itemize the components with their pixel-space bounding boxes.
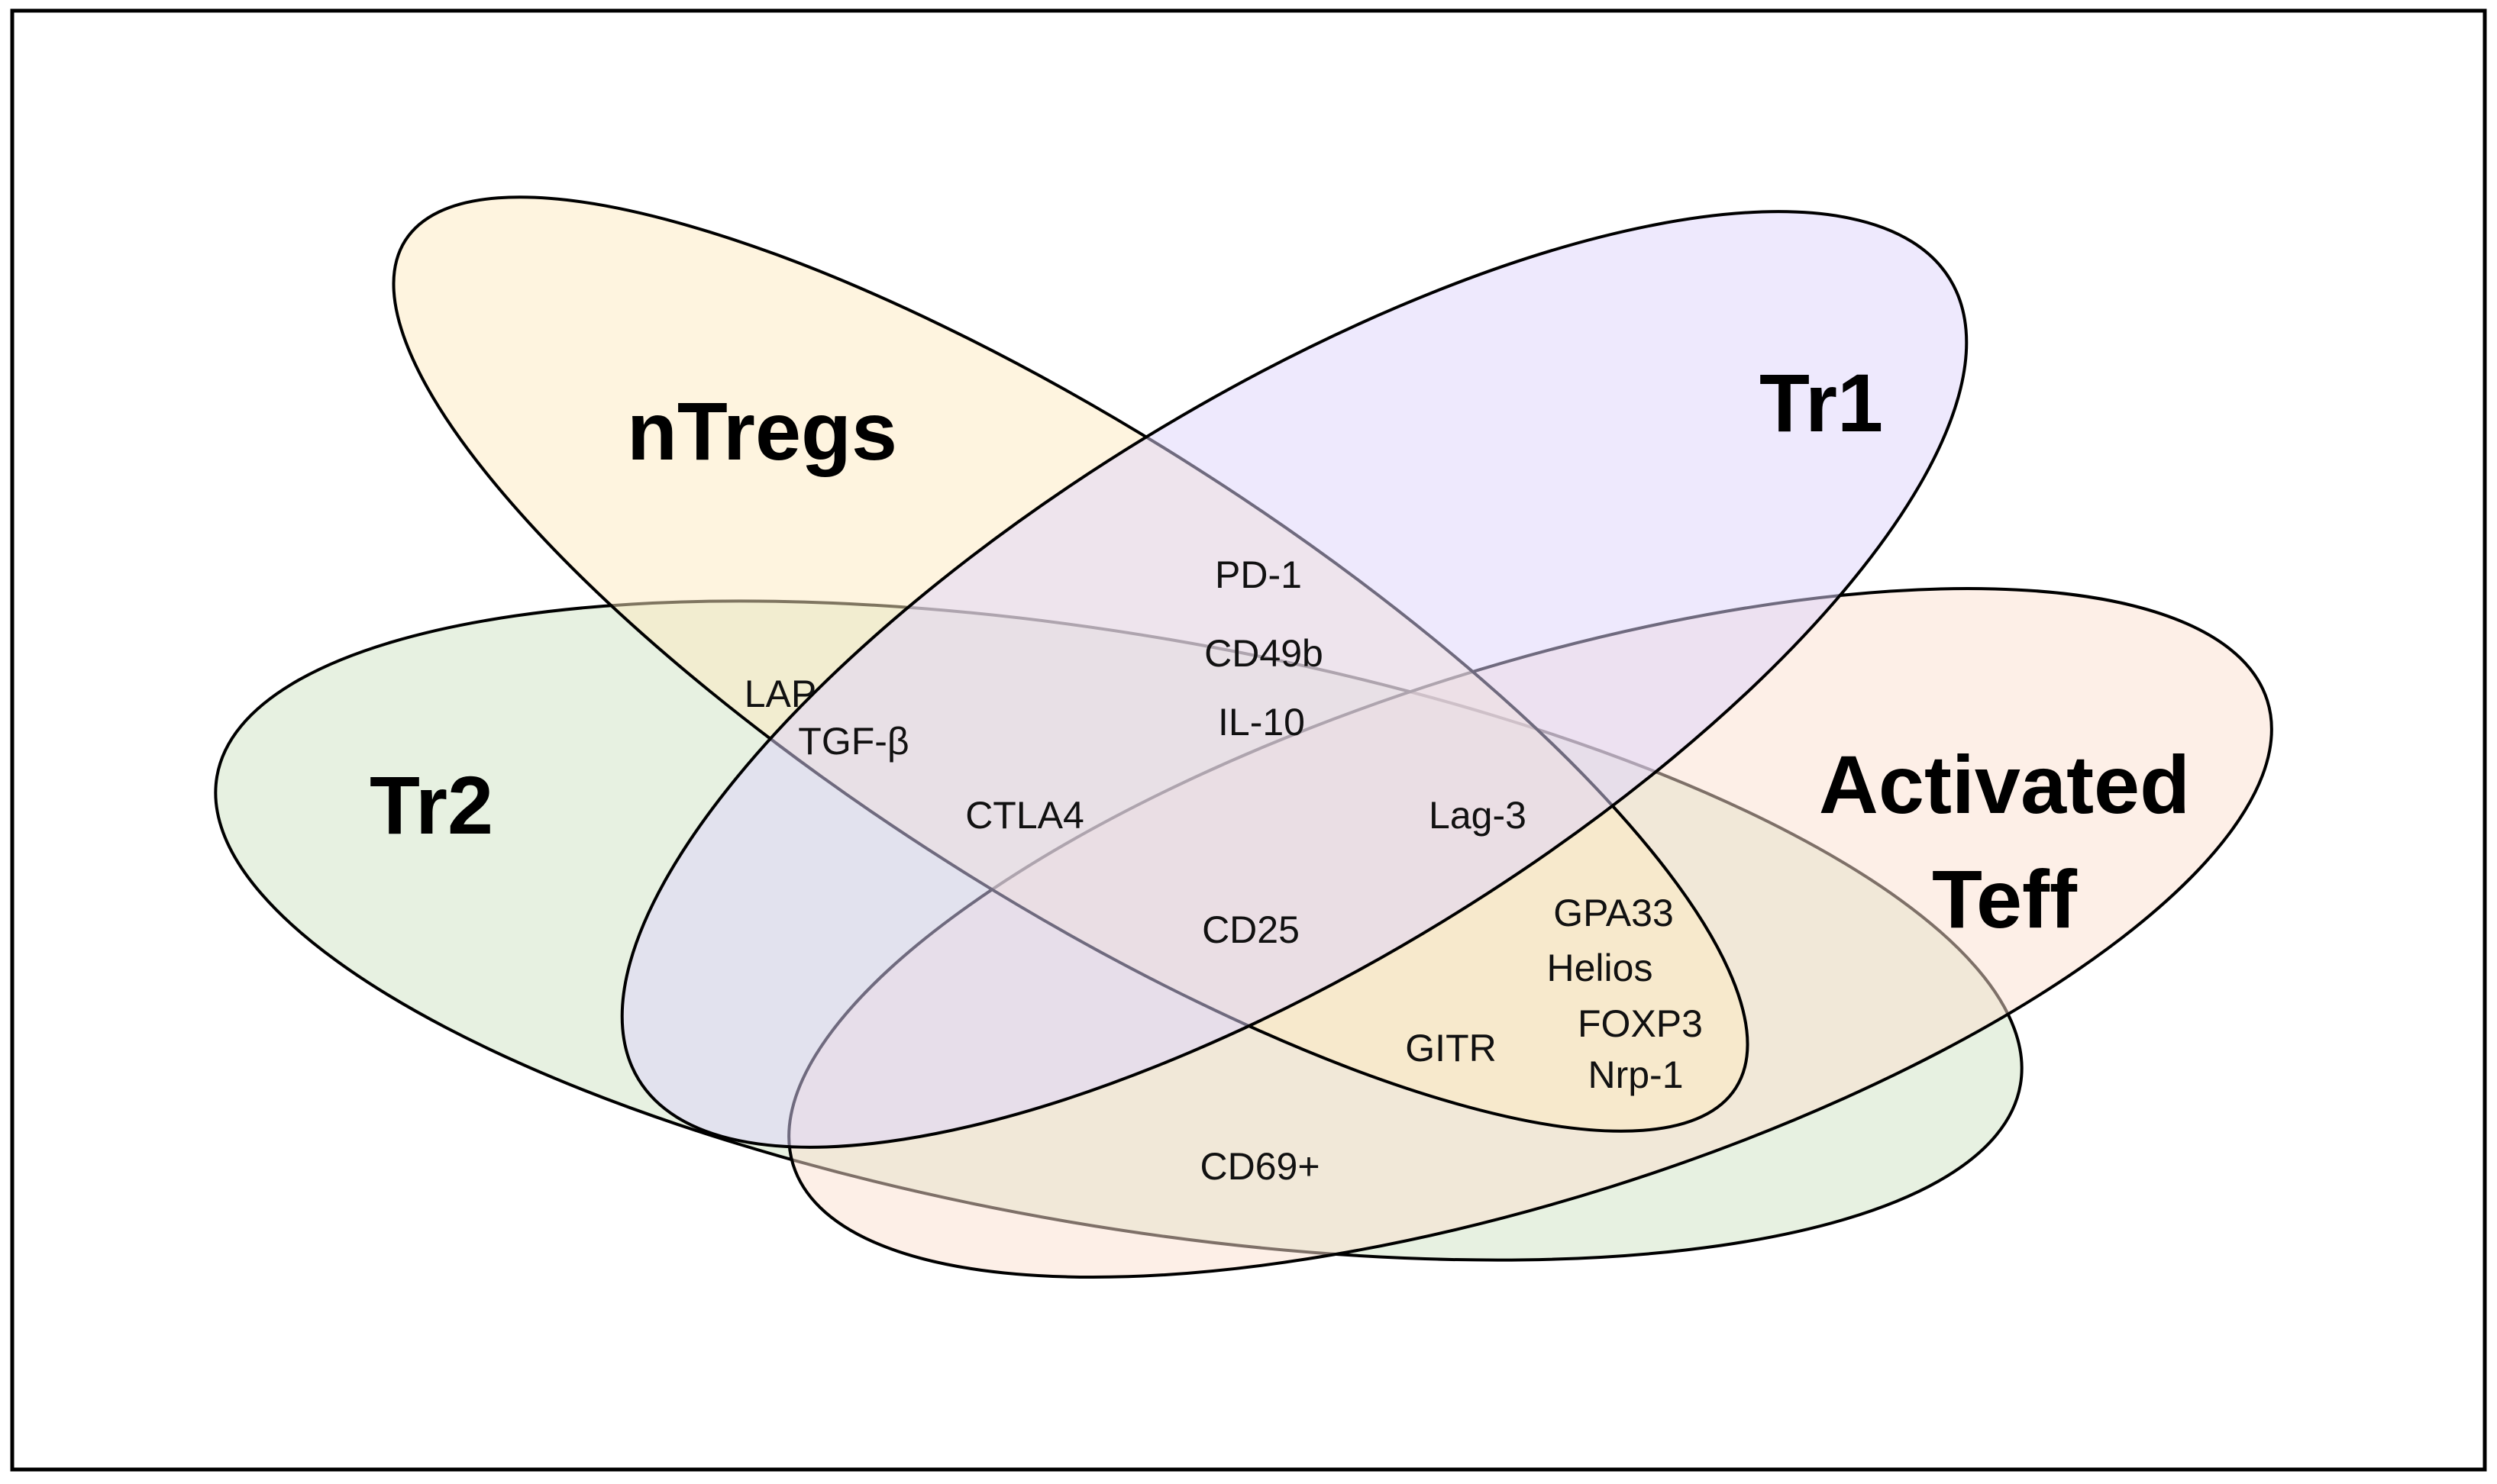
tr1-ellipse (620, 210, 1969, 1149)
activated-teff-label-line2: Teff (1932, 853, 2078, 945)
marker-tgf-beta: TGF-β (798, 720, 909, 763)
tr2-label: Tr2 (370, 759, 493, 851)
marker-ctla4: CTLA4 (965, 794, 1084, 837)
marker-lap: LAP (745, 673, 817, 715)
marker-lag3: Lag-3 (1429, 794, 1526, 837)
marker-il10: IL-10 (1218, 701, 1305, 744)
ntregs-label: nTregs (627, 385, 897, 477)
marker-cd49b: CD49b (1204, 632, 1323, 675)
marker-gitr: GITR (1405, 1027, 1496, 1069)
activated-teff-label-line1: Activated (1819, 738, 2190, 831)
marker-gpa33: GPA33 (1553, 892, 1674, 934)
marker-cd69: CD69+ (1200, 1145, 1320, 1188)
tr1-label: Tr1 (1759, 356, 1883, 449)
marker-pd1: PD-1 (1215, 553, 1302, 596)
marker-cd25: CD25 (1202, 908, 1300, 951)
marker-helios: Helios (1547, 947, 1653, 989)
marker-foxp3: FOXP3 (1578, 1002, 1703, 1045)
marker-nrp1: Nrp-1 (1588, 1053, 1683, 1096)
